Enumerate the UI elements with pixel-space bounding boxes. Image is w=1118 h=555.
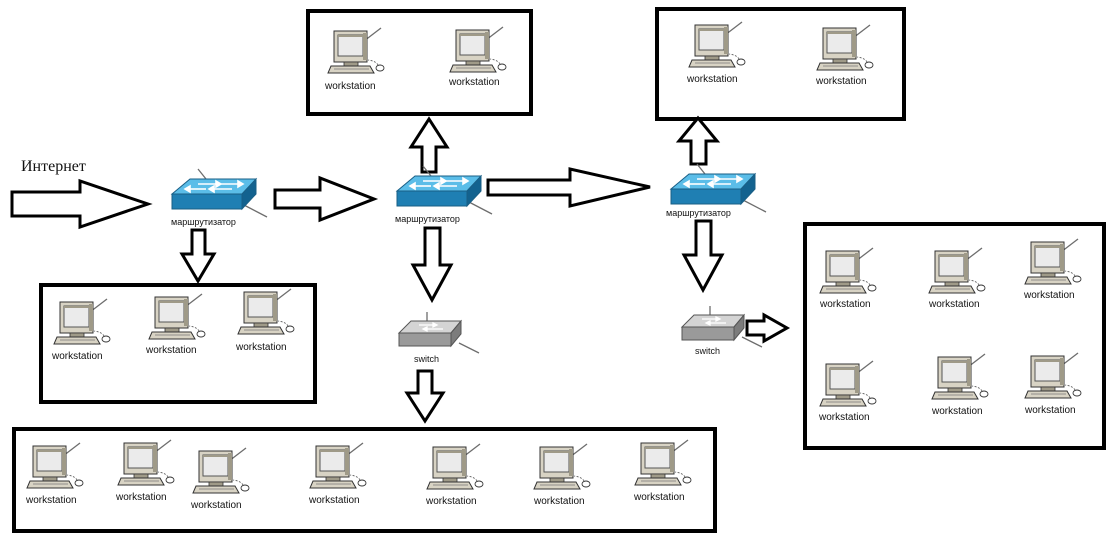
workstation [148, 293, 206, 340]
arrow-internet-to-router-1 [10, 178, 153, 230]
workstation-label: workstation [190, 500, 242, 511]
workstation-label: workstation [686, 74, 738, 85]
router-1 [171, 168, 268, 218]
router-2-label: маршрутизатор [395, 214, 460, 224]
workstation-label: workstation [1024, 405, 1076, 416]
router-1-label: маршрутизатор [171, 217, 236, 227]
router-3 [670, 163, 767, 213]
workstation [309, 442, 367, 489]
workstation [327, 27, 385, 74]
arrow-router-3-down [681, 219, 725, 294]
workstation-label: workstation [235, 342, 287, 353]
group-left-frame [39, 283, 317, 404]
workstation-label: workstation [115, 492, 167, 503]
router-2 [396, 165, 493, 215]
internet-label: Интернет [21, 158, 86, 175]
switch-2 [398, 311, 480, 354]
arrow-router-1-to-router-2 [273, 175, 379, 223]
workstation-label: workstation [448, 77, 500, 88]
arrow-switch-2-down [404, 369, 446, 424]
workstation [634, 439, 692, 486]
workstation-label: workstation [633, 492, 685, 503]
workstation-label: workstation [818, 412, 870, 423]
workstation [819, 247, 877, 294]
workstation-label: workstation [1023, 290, 1075, 301]
workstation-label: workstation [931, 406, 983, 417]
workstation-label: workstation [425, 496, 477, 507]
workstation-label: workstation [819, 299, 871, 310]
workstation [192, 447, 250, 494]
switch-3-label: switch [695, 346, 720, 356]
workstation [237, 288, 295, 335]
workstation [117, 439, 175, 486]
workstation-label: workstation [815, 76, 867, 87]
arrow-router-3-up [675, 115, 721, 166]
workstation-label: workstation [308, 495, 360, 506]
workstation-label: workstation [51, 351, 103, 362]
group-top-middle-frame [306, 9, 533, 116]
arrow-router-1-down [179, 228, 217, 284]
workstation [26, 442, 84, 489]
group-right-frame [803, 222, 1106, 450]
group-top-right-frame [655, 7, 906, 121]
workstation [816, 24, 874, 71]
switch-2-label: switch [414, 354, 439, 364]
router-3-label: маршрутизатор [666, 208, 731, 218]
workstation-label: workstation [25, 495, 77, 506]
workstation-label: workstation [324, 81, 376, 92]
workstation [819, 360, 877, 407]
arrow-router-2-to-router-3 [486, 167, 651, 208]
arrow-switch-3-right [745, 312, 791, 344]
workstation [449, 26, 507, 73]
workstation [688, 21, 746, 68]
workstation-label: workstation [928, 299, 980, 310]
group-bottom-frame [12, 427, 717, 533]
workstation [426, 443, 484, 490]
workstation [1024, 352, 1082, 399]
workstation [533, 443, 591, 490]
workstation-label: workstation [145, 345, 197, 356]
workstation [53, 298, 111, 345]
arrow-router-2-down [410, 226, 454, 304]
workstation [1024, 238, 1082, 285]
workstation [931, 353, 989, 400]
workstation-label: workstation [533, 496, 585, 507]
arrow-router-2-up [408, 116, 450, 174]
workstation [928, 247, 986, 294]
